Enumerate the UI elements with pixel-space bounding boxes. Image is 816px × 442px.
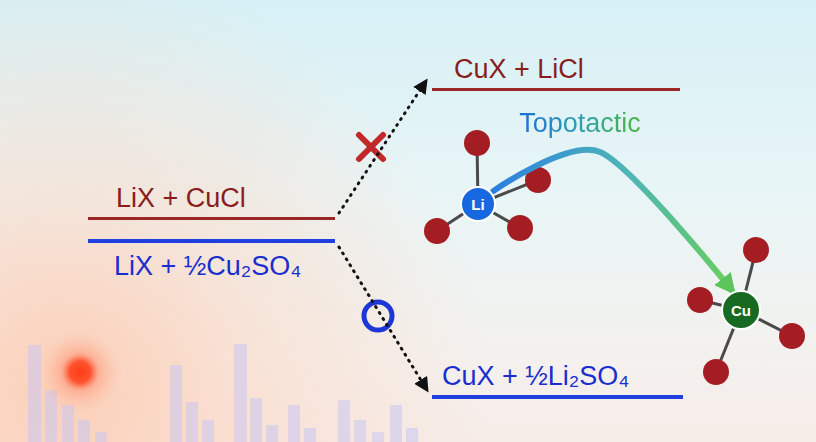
bar: [338, 400, 350, 442]
species-label: CuX + LiCl: [454, 52, 674, 88]
ligand-atom: [743, 237, 769, 263]
bar: [28, 345, 41, 442]
reaction-arrow: [339, 247, 427, 390]
cross-mark: [359, 135, 383, 159]
atom-label: Li: [471, 196, 484, 213]
bar: [78, 420, 90, 442]
bar: [266, 425, 278, 442]
ligand-atom: [507, 215, 533, 241]
energy-level: CuX + LiCl: [432, 52, 680, 91]
ligand-atom: [687, 287, 713, 313]
ligand-atom: [703, 359, 729, 385]
atom-circle: Cu: [721, 290, 761, 330]
tetrahedra: [424, 130, 805, 385]
bar: [170, 365, 182, 442]
bar: [304, 428, 316, 442]
transform-arrow: [493, 150, 731, 290]
species-label: LiX + ½Cu₂SO₄: [114, 243, 329, 283]
energy-level: CuX + ½Li₂SO₄: [432, 359, 683, 399]
reaction-arrow: [339, 81, 426, 213]
energy-level: LiX + ½Cu₂SO₄: [88, 239, 335, 283]
bar: [406, 428, 418, 442]
bar: [390, 405, 402, 442]
bar: [250, 398, 262, 442]
ligand-atom: [464, 130, 490, 156]
bar: [354, 420, 366, 442]
bar: [234, 344, 247, 442]
atom-label: Cu: [731, 302, 751, 319]
bar: [372, 432, 384, 442]
bar: [202, 420, 214, 442]
bar: [95, 432, 107, 442]
bar: [186, 402, 198, 442]
species-label: CuX + ½Li₂SO₄: [442, 359, 677, 395]
glow-dot: [38, 330, 122, 414]
species-label: LiX + CuCl: [116, 181, 329, 217]
energy-level: LiX + CuCl: [88, 181, 335, 220]
ligand-atom: [424, 218, 450, 244]
ligand-atom: [779, 323, 805, 349]
bar: [288, 405, 300, 442]
atom-circle: Li: [460, 186, 496, 222]
edge-label: Topotactic: [519, 106, 641, 140]
